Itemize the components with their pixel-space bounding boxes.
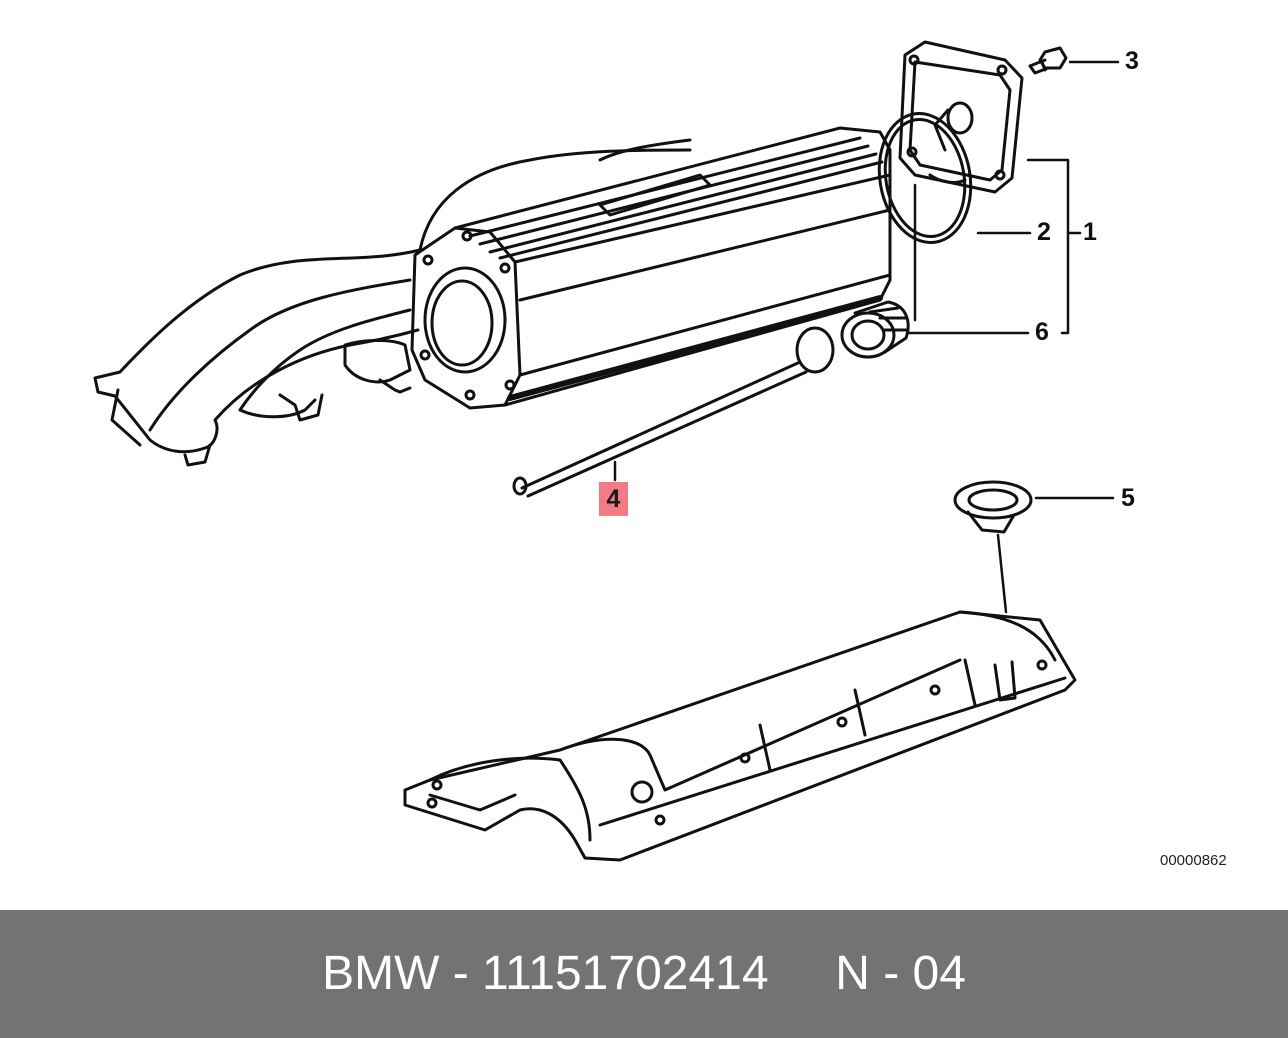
callout-3: 3 <box>1125 47 1139 75</box>
callout-1: 1 <box>1083 218 1097 246</box>
footer-bar: BMW - 11151702414 N - 04 <box>0 910 1288 1038</box>
callout-4-highlighted: 4 <box>599 482 628 516</box>
plenum-body <box>410 126 892 410</box>
cover-plate <box>898 40 1024 194</box>
parts-diagram <box>93 40 1120 862</box>
tube <box>512 326 835 498</box>
bolt <box>1028 46 1068 75</box>
valve-cover <box>403 610 1077 862</box>
intake-manifold-runners <box>93 138 692 467</box>
callout-6: 6 <box>1035 318 1049 346</box>
leader-lines <box>613 60 1120 614</box>
o-ring <box>877 112 973 244</box>
callout-5: 5 <box>1121 484 1135 512</box>
diagram-code: 00000862 <box>1160 852 1227 869</box>
part-number-caption: BMW - 11151702414 N - 04 <box>322 947 966 1000</box>
grommet <box>840 300 910 359</box>
small-grommet <box>953 480 1033 534</box>
callout-2: 2 <box>1037 218 1051 246</box>
